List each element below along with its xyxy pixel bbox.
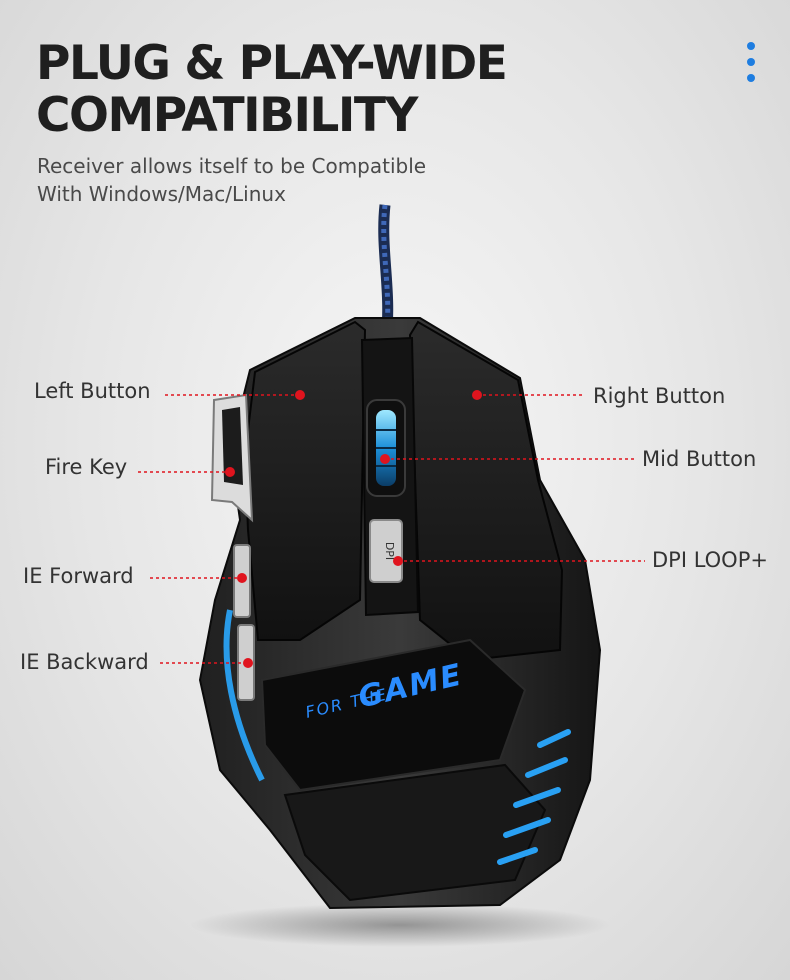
marker-fire-key (225, 467, 235, 477)
callout-markers (225, 390, 482, 668)
callout-dpi-loop: DPI LOOP+ (652, 548, 768, 572)
right-button-panel (408, 320, 564, 662)
left-light-strip (223, 609, 265, 782)
callout-leaders (138, 394, 645, 664)
title-line-1: PLUG & PLAY-WIDE (36, 36, 508, 91)
right-light-vents (497, 729, 571, 865)
subtitle-line-1: Receiver allows itself to be Compatible (37, 154, 427, 178)
title-line-2: COMPATIBILITY (36, 88, 418, 143)
callout-ie-forward: IE Forward (23, 564, 134, 588)
palm-panel (260, 638, 527, 792)
callout-right-button: Right Button (593, 384, 726, 408)
marker-ie-backward (243, 658, 253, 668)
marker-mid-button (380, 454, 390, 464)
callout-left-button: Left Button (34, 379, 151, 403)
rear-grip (283, 763, 547, 902)
subtitle-line-2: With Windows/Mac/Linux (37, 182, 286, 206)
drop-shadow (190, 903, 610, 947)
marker-right-button (472, 390, 482, 400)
scroll-wheel (366, 399, 406, 497)
callout-ie-backward: IE Backward (20, 650, 149, 674)
marker-left-button (295, 390, 305, 400)
callout-mid-button: Mid Button (642, 447, 757, 471)
dpi-label: DPI (383, 542, 396, 560)
marker-dpi-loop (393, 556, 403, 566)
callout-fire-key: Fire Key (45, 455, 128, 479)
page-title: PLUG & PLAY-WIDE COMPATIBILITY (36, 36, 508, 143)
more-vertical-icon[interactable] (745, 42, 757, 92)
left-button-panel (243, 320, 367, 641)
marker-ie-forward (237, 573, 247, 583)
dpi-button: DPI (369, 519, 403, 583)
subtitle: Receiver allows itself to be Compatible … (37, 152, 426, 208)
